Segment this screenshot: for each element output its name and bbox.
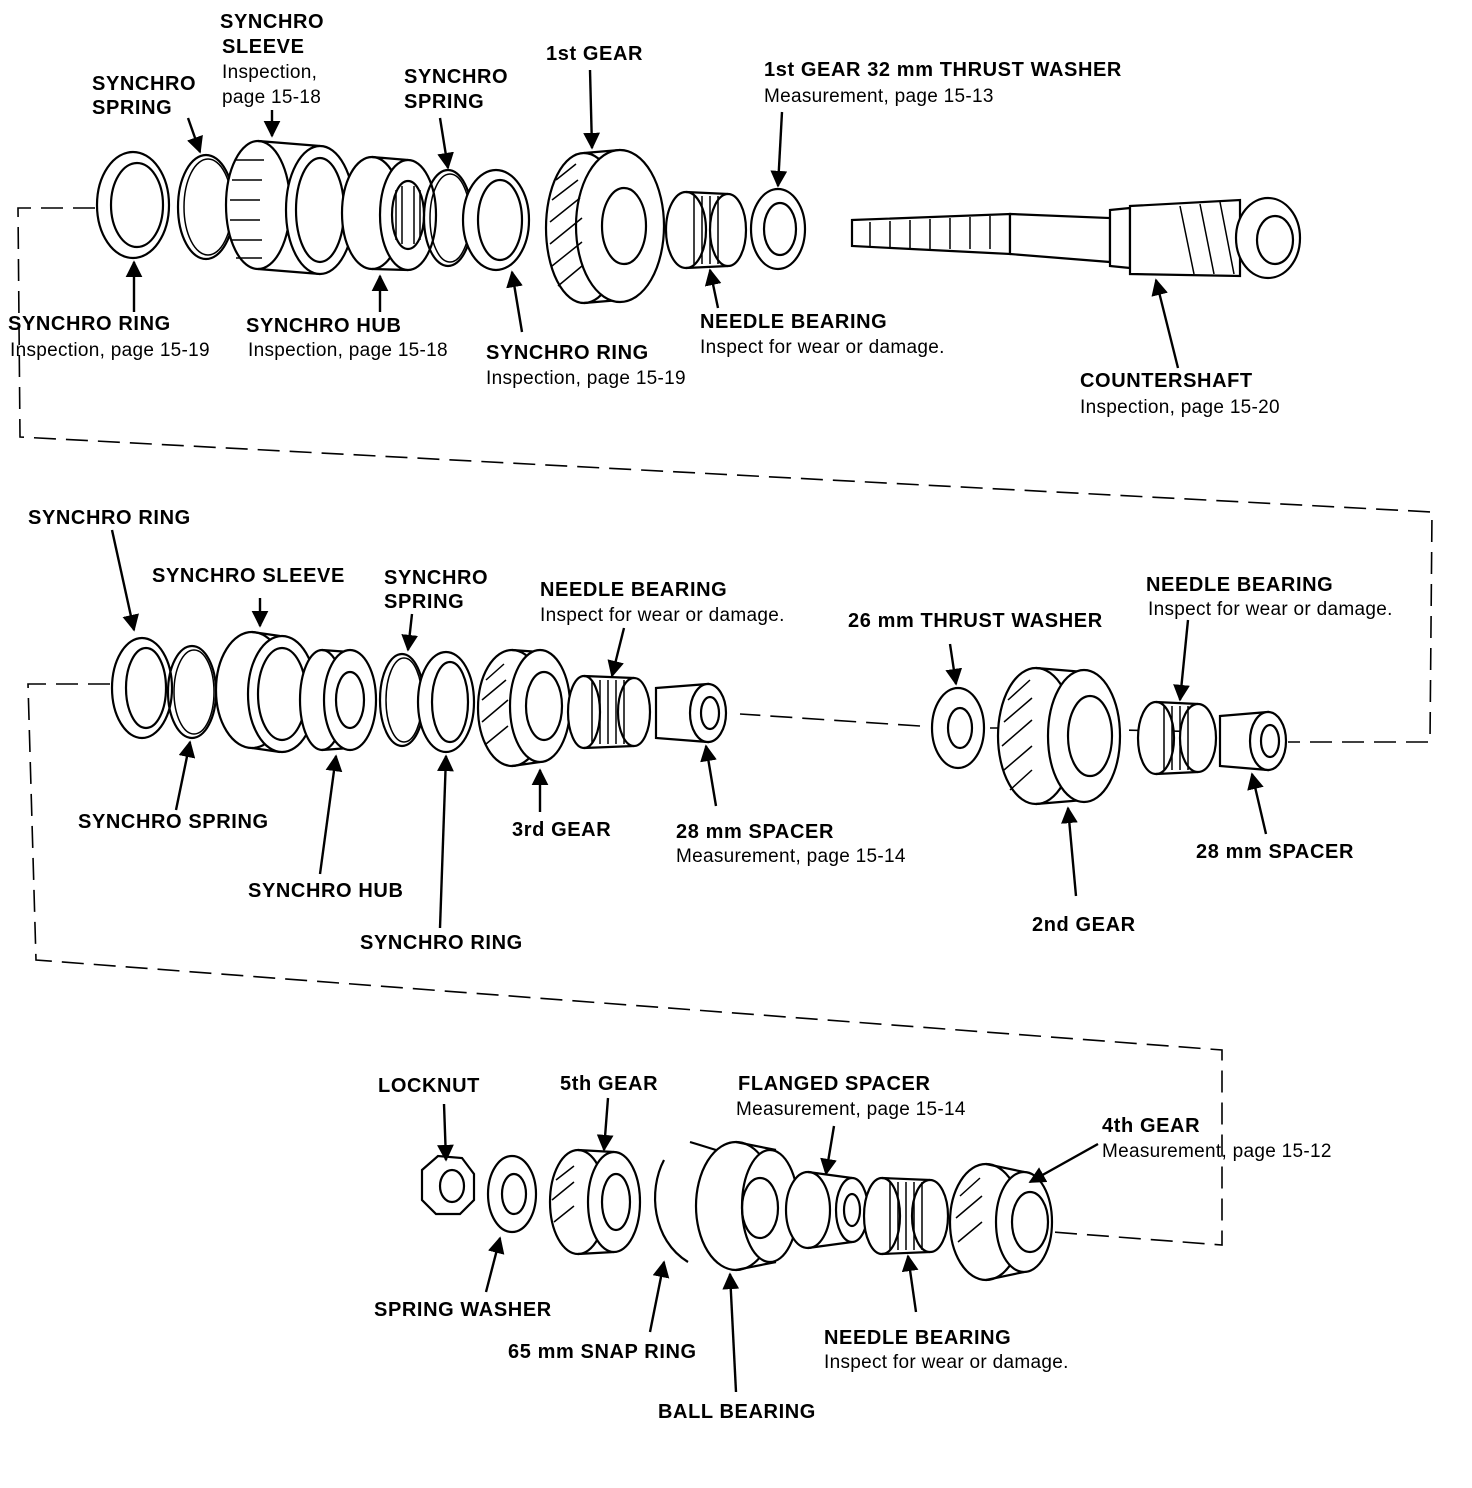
s2-second-gear-label: 2nd GEAR xyxy=(1032,914,1136,936)
synchro-ring-2-left xyxy=(110,636,174,740)
section-3-arrows xyxy=(437,1097,1099,1393)
s2-ring-top-label: SYNCHRO RING xyxy=(28,507,191,529)
s2-spring-top-label-1: SYNCHRO xyxy=(384,567,488,589)
s1-thrust-washer-label: 1st GEAR 32 mm THRUST WASHER xyxy=(764,59,1122,81)
s3-locknut-label: LOCKNUT xyxy=(378,1075,480,1097)
needle-bearing-2-right xyxy=(1136,700,1218,776)
s1-sleeve-label-1: SYNCHRO xyxy=(220,11,324,33)
s2-third-gear-label: 3rd GEAR xyxy=(512,819,611,841)
s2-sleeve-label: SYNCHRO SLEEVE xyxy=(152,565,345,587)
s3-flanged-label: FLANGED SPACER xyxy=(738,1073,930,1095)
spacer-28mm-right xyxy=(1218,710,1288,772)
spacer-28mm-left xyxy=(654,682,728,744)
s3-fifth-gear-label: 5th GEAR xyxy=(560,1073,658,1095)
locknut xyxy=(420,1154,476,1216)
s3-fourth-gear-note: Measurement, page 15-12 xyxy=(1102,1141,1332,1162)
s2-spacer-right-label: 28 mm SPACER xyxy=(1196,841,1354,863)
third-gear xyxy=(476,648,572,768)
s1-countershaft-note: Inspection, page 15-20 xyxy=(1080,397,1280,418)
s2-spring-bottom-label: SYNCHRO SPRING xyxy=(78,811,269,833)
needle-bearing-3 xyxy=(862,1176,950,1256)
s1-needle-note: Inspect for wear or damage. xyxy=(700,337,945,358)
s2-spacer-left-label: 28 mm SPACER xyxy=(676,821,834,843)
s3-snap-ring-label: 65 mm SNAP RING xyxy=(508,1341,697,1363)
spring-washer xyxy=(486,1154,538,1234)
s1-hub-note: Inspection, page 15-18 xyxy=(248,340,448,361)
second-gear xyxy=(996,666,1122,806)
s3-flanged-note: Measurement, page 15-14 xyxy=(736,1099,966,1120)
countershaft xyxy=(850,196,1302,280)
synchro-ring-1-left xyxy=(95,150,171,260)
s2-thrust-label: 26 mm THRUST WASHER xyxy=(848,610,1103,632)
s3-spring-washer-label: SPRING WASHER xyxy=(374,1299,552,1321)
first-gear xyxy=(544,148,666,305)
section-2-arrows xyxy=(110,529,1268,929)
synchro-spring-2-left xyxy=(166,644,218,740)
s2-hub-label: SYNCHRO HUB xyxy=(248,880,404,902)
needle-bearing-2-left xyxy=(566,674,652,750)
fifth-gear xyxy=(548,1148,642,1256)
synchro-sleeve-2 xyxy=(214,630,318,754)
synchro-hub-1 xyxy=(340,155,438,272)
s2-needle-right-label: NEEDLE BEARING xyxy=(1146,574,1333,596)
s1-ring-right-note: Inspection, page 15-19 xyxy=(486,368,686,389)
s1-thrust-washer-note: Measurement, page 15-13 xyxy=(764,86,994,107)
s3-ball-bearing-label: BALL BEARING xyxy=(658,1401,816,1423)
flanged-spacer xyxy=(784,1170,870,1250)
s2-needle-left-note: Inspect for wear or damage. xyxy=(540,605,785,626)
s1-spring-right-label-1: SYNCHRO xyxy=(404,66,508,88)
s1-sleeve-note-1: Inspection, xyxy=(222,62,317,83)
s2-spacer-left-note: Measurement, page 15-14 xyxy=(676,846,906,867)
s2-needle-right-note: Inspect for wear or damage. xyxy=(1148,599,1393,620)
s1-ring-left-note: Inspection, page 15-19 xyxy=(10,340,210,361)
labels: SYNCHRO SPRING SYNCHRO SLEEVE Inspection… xyxy=(8,11,1393,1423)
s3-needle-note: Inspect for wear or damage. xyxy=(824,1352,1069,1373)
synchro-ring-1-right xyxy=(461,168,531,272)
thrust-washer-32mm xyxy=(749,187,807,271)
needle-bearing-1 xyxy=(664,190,748,270)
thrust-washer-26mm xyxy=(930,686,986,770)
s1-spring-right-label-2: SPRING xyxy=(404,91,484,113)
synchro-hub-2 xyxy=(298,648,378,752)
s1-countershaft-label: COUNTERSHAFT xyxy=(1080,370,1253,392)
s3-needle-label: NEEDLE BEARING xyxy=(824,1327,1011,1349)
synchro-sleeve-1 xyxy=(224,139,356,276)
s1-ring-right-label: SYNCHRO RING xyxy=(486,342,649,364)
s3-fourth-gear-label: 4th GEAR xyxy=(1102,1115,1200,1137)
synchro-ring-2-right xyxy=(416,650,476,754)
snap-ring-65mm xyxy=(654,1140,717,1263)
s1-first-gear-label: 1st GEAR xyxy=(546,43,643,65)
s1-sleeve-label-2: SLEEVE xyxy=(222,36,305,58)
s1-ring-left-label: SYNCHRO RING xyxy=(8,313,171,335)
s1-hub-label: SYNCHRO HUB xyxy=(246,315,402,337)
section-1-arrows xyxy=(125,69,1180,369)
s1-sleeve-note-2: page 15-18 xyxy=(222,87,321,108)
s1-spring-left-label-2: SPRING xyxy=(92,97,172,119)
ball-bearing xyxy=(694,1140,800,1272)
s2-ring-bottom-label: SYNCHRO RING xyxy=(360,932,523,954)
s2-spring-top-label-2: SPRING xyxy=(384,591,464,613)
s1-needle-label: NEEDLE BEARING xyxy=(700,311,887,333)
s1-spring-left-label-1: SYNCHRO xyxy=(92,73,196,95)
fourth-gear xyxy=(948,1162,1054,1282)
s2-needle-left-label: NEEDLE BEARING xyxy=(540,579,727,601)
